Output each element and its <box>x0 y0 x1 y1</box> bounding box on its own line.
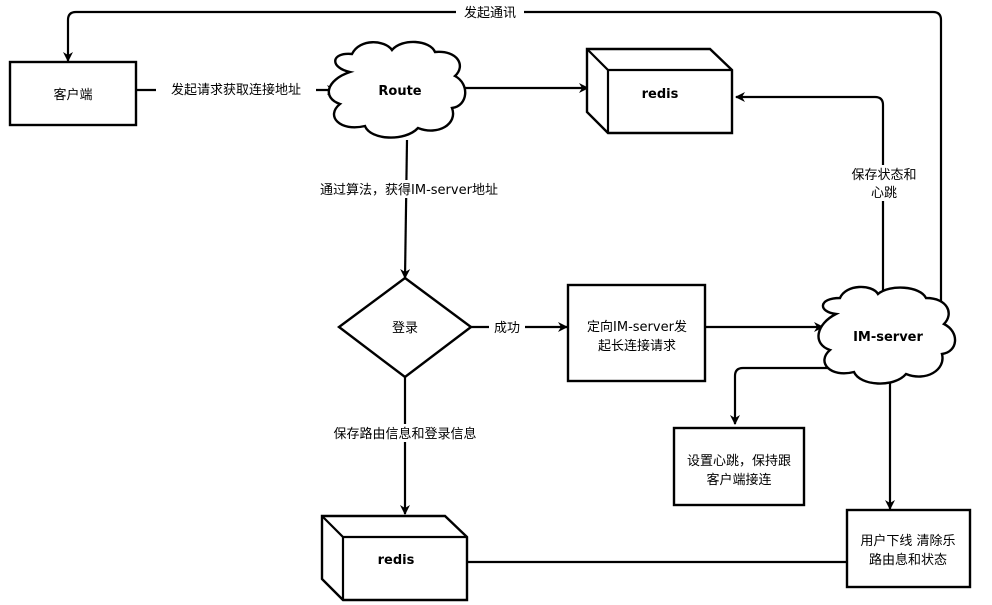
edge-label-request-address: 发起请求获取连接地址 <box>171 82 301 98</box>
edge-label-save-route-login: 保存路由信息和登录信息 <box>333 426 476 442</box>
node-login-label: 登录 <box>392 321 418 336</box>
node-route-label: Route <box>378 84 421 99</box>
node-redis-bottom[interactable]: redis <box>320 514 469 602</box>
node-client-label: 客户端 <box>53 87 92 103</box>
node-redis-bottom-label: redis <box>378 553 415 568</box>
edge-label-save-state-1: 保存状态和 <box>851 168 916 183</box>
node-heartbeat[interactable]: 设置心跳，保持跟 客户端接连 <box>672 426 806 507</box>
node-heartbeat-line2: 客户端接连 <box>706 472 771 488</box>
edge-label-algorithm: 通过算法，获得IM-server地址 <box>320 182 498 198</box>
edge-label-initiate-comm: 发起通讯 <box>464 5 516 21</box>
edge-label-success: 成功 <box>494 321 520 336</box>
node-im-server-label: IM-server <box>853 330 923 345</box>
node-offline[interactable]: 用户下线 清除乐 路由息和状态 <box>845 508 972 589</box>
edge-initiate-comm <box>63 10 943 302</box>
edge-label-save-state-2: 心跳 <box>871 186 897 201</box>
node-im-server[interactable]: IM-server <box>817 285 957 385</box>
node-offline-line1: 用户下线 清除乐 <box>860 533 955 549</box>
node-client[interactable]: 客户端 <box>8 60 138 127</box>
node-redirect-line1: 定向IM-server发 <box>587 319 687 335</box>
node-offline-line2: 路由息和状态 <box>869 552 947 568</box>
edge-algorithm <box>400 139 411 279</box>
node-route[interactable]: Route <box>327 40 467 139</box>
node-login[interactable]: 登录 <box>336 276 474 379</box>
node-redirect-line2: 起长连接请求 <box>598 338 676 354</box>
node-redis-top-label: redis <box>642 87 679 102</box>
edge-im-heartbeat <box>730 366 840 425</box>
node-redis-top[interactable]: redis <box>585 47 734 135</box>
node-heartbeat-line1: 设置心跳，保持跟 <box>687 454 791 469</box>
node-redirect[interactable]: 定向IM-server发 起长连接请求 <box>566 283 707 383</box>
edge-save-state <box>735 92 885 292</box>
